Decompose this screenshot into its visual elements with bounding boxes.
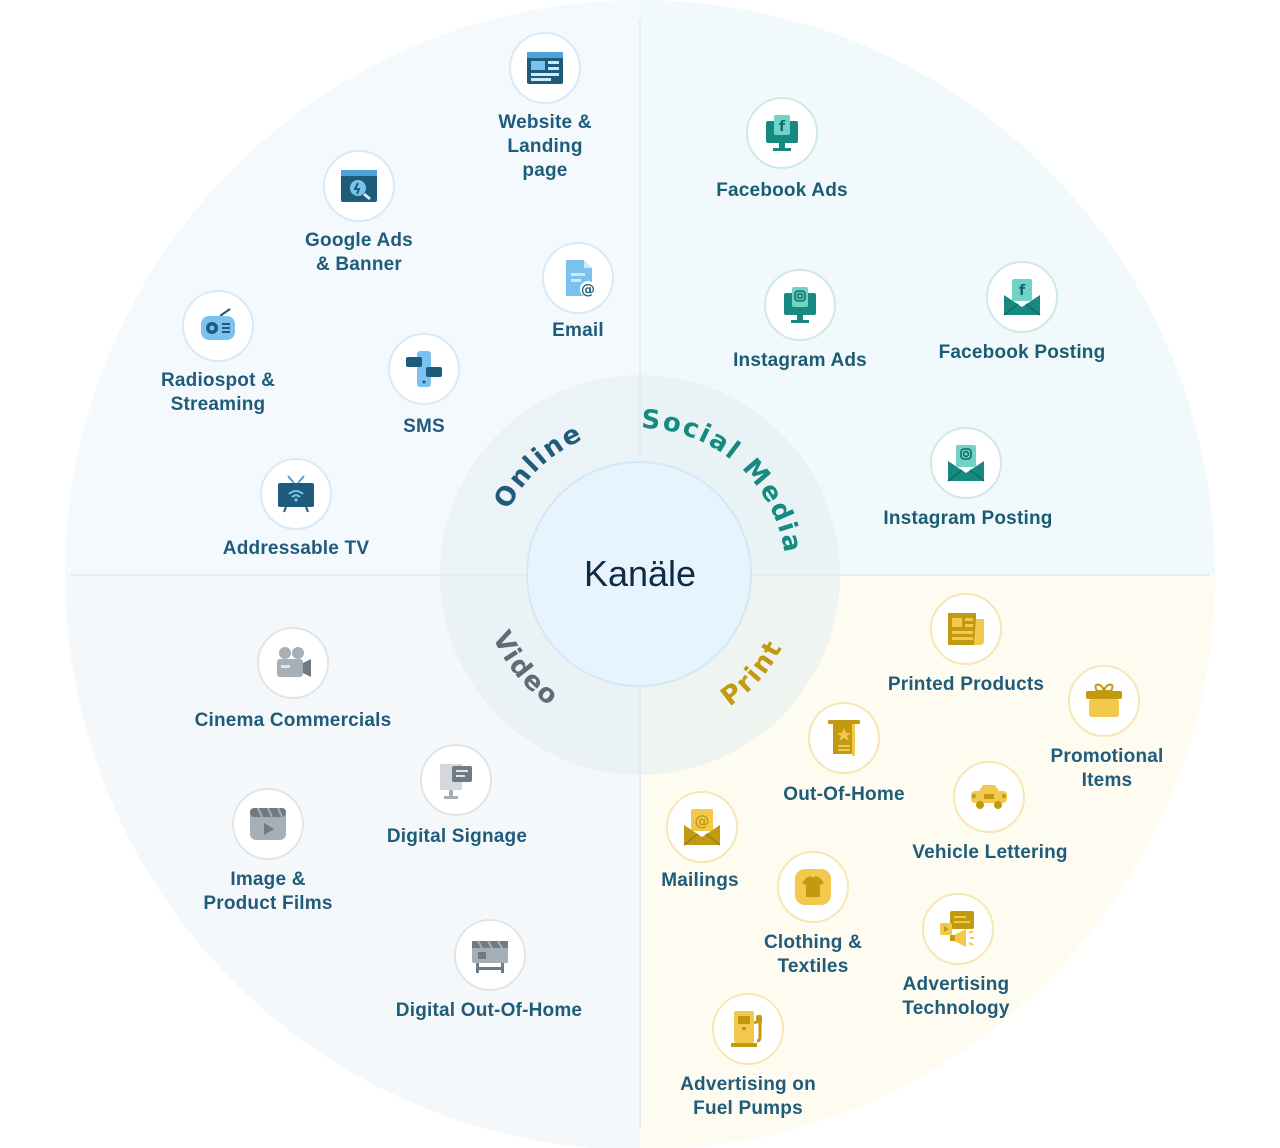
fuel-pump-icon[interactable] — [712, 993, 784, 1065]
poster-icon[interactable] — [808, 702, 880, 774]
label-printed-products: Printed Products — [887, 674, 1045, 695]
label-addressable-tv: Addressable TV — [222, 538, 370, 559]
label-digital-signage: Digital Signage — [386, 826, 528, 847]
label-image-product-films: Image &Product Films — [203, 869, 333, 914]
label-mailings: Mailings — [661, 870, 739, 891]
segment-label-social-media: Social Media — [640, 405, 807, 556]
center-circle — [526, 461, 752, 687]
label-cinema-commercials: Cinema Commercials — [194, 710, 392, 731]
signage-display-icon[interactable] — [420, 744, 492, 816]
newspaper-icon[interactable] — [930, 593, 1002, 665]
label-instagram-ads: Instagram Ads — [733, 350, 867, 371]
mail-envelope-icon[interactable]: @ — [666, 791, 738, 863]
gift-box-icon[interactable] — [1068, 665, 1140, 737]
label-clothing-textiles: Clothing &Textiles — [763, 932, 863, 977]
website-icon[interactable] — [509, 32, 581, 104]
label-facebook-ads: Facebook Ads — [716, 180, 848, 201]
quadrant-social-bg — [640, 0, 1280, 575]
label-facebook-posting: Facebook Posting — [938, 342, 1106, 363]
facebook-monitor-icon[interactable]: f — [746, 97, 818, 169]
label-radiospot-streaming: Radiospot &Streaming — [160, 370, 276, 415]
phone-message-icon[interactable] — [388, 333, 460, 405]
label-digital-out-of-home: Digital Out-Of-Home — [395, 1000, 583, 1021]
label-instagram-posting: Instagram Posting — [883, 508, 1053, 529]
svg-text:@: @ — [695, 812, 710, 830]
center-title: Kanäle — [583, 553, 697, 594]
svg-text:@: @ — [581, 282, 595, 298]
search-ad-icon[interactable] — [323, 150, 395, 222]
label-vehicle-lettering: Vehicle Lettering — [912, 842, 1068, 863]
label-email: Email — [552, 320, 604, 341]
label-sms: SMS — [403, 416, 445, 437]
segment-label-print: Print — [715, 635, 789, 713]
instagram-monitor-icon[interactable] — [764, 269, 836, 341]
segment-label-online: Online — [488, 418, 587, 514]
smart-tv-icon[interactable] — [260, 458, 332, 530]
facebook-envelope-icon[interactable]: f — [986, 261, 1058, 333]
video-player-icon[interactable] — [232, 788, 304, 860]
quadrant-video-bg — [0, 575, 640, 1148]
email-document-icon[interactable]: @ — [542, 242, 614, 314]
label-out-of-home: Out-Of-Home — [783, 784, 905, 805]
radio-icon[interactable] — [182, 290, 254, 362]
t-shirt-icon[interactable] — [777, 851, 849, 923]
film-camera-icon[interactable] — [257, 627, 329, 699]
svg-text:f: f — [1019, 283, 1026, 299]
megaphone-screen-icon[interactable] — [922, 893, 994, 965]
segment-label-video: Video — [486, 626, 565, 713]
billboard-icon[interactable] — [454, 919, 526, 991]
instagram-envelope-icon[interactable] — [930, 427, 1002, 499]
label-google-ads-banner: Google Ads& Banner — [305, 230, 413, 275]
svg-text:f: f — [779, 119, 786, 135]
car-icon[interactable] — [953, 761, 1025, 833]
